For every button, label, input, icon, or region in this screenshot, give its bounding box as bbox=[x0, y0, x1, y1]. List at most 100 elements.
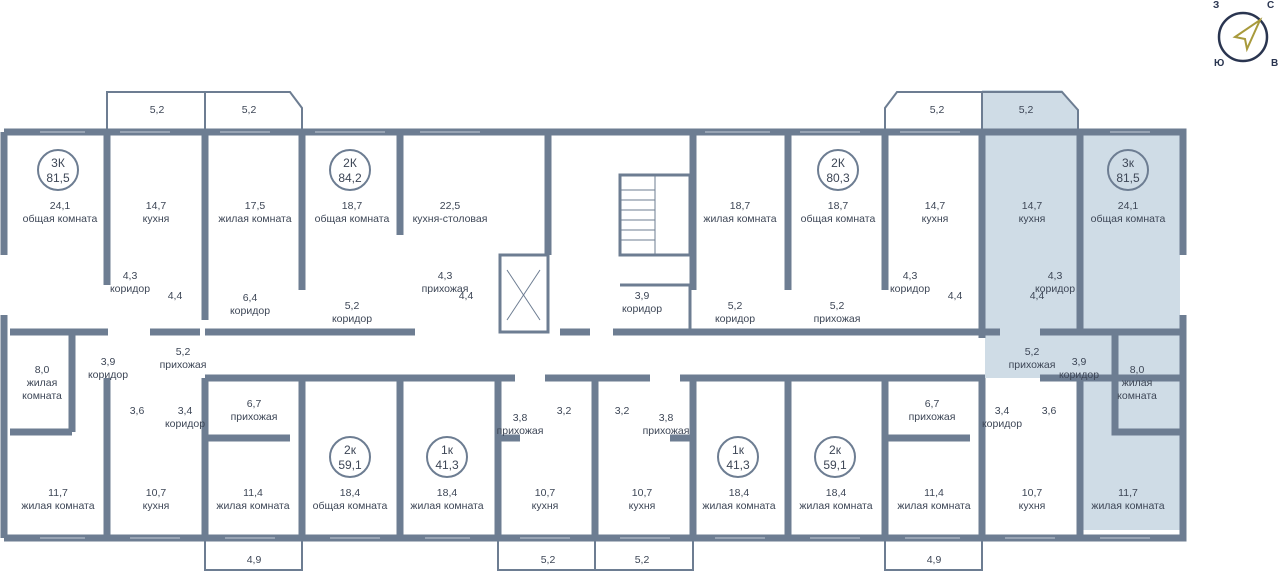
room-name: жилая комната bbox=[799, 500, 873, 512]
room-label: 5,2 bbox=[1019, 104, 1034, 117]
room-name: жилая комната bbox=[1117, 377, 1157, 402]
compass-west: З bbox=[1213, 0, 1220, 11]
room-name: коридор bbox=[714, 313, 756, 325]
room-label: 3,6 bbox=[1042, 405, 1057, 418]
room-area: 18,4 bbox=[436, 487, 458, 499]
room-name: кухня bbox=[142, 213, 170, 225]
room-name: коридор bbox=[1034, 283, 1076, 295]
room-area: 18,7 bbox=[827, 200, 849, 212]
room-area: 10,7 bbox=[1021, 487, 1043, 499]
room-area: 5,2 bbox=[175, 346, 191, 358]
apartment-area: 84,2 bbox=[338, 171, 362, 185]
room-label: 5,2 bbox=[541, 554, 556, 567]
room-area: 17,5 bbox=[244, 200, 266, 212]
room-area: 6,7 bbox=[924, 398, 940, 410]
room-area: 18,4 bbox=[339, 487, 361, 499]
apartment-type: 2К bbox=[831, 156, 845, 170]
room-label: 3,2 bbox=[557, 405, 572, 418]
room-area: 3,6 bbox=[1041, 405, 1057, 417]
room-area: 4,3 bbox=[122, 270, 138, 282]
room-area: 5,2 bbox=[540, 554, 556, 566]
room-area: 8,0 bbox=[34, 364, 50, 376]
room-label: 4,4 bbox=[1030, 290, 1045, 303]
room-name: общая комната bbox=[314, 213, 390, 225]
room-label: 5,2 bbox=[150, 104, 165, 117]
room-area: 5,2 bbox=[1024, 346, 1040, 358]
apartment-area: 80,3 bbox=[826, 171, 850, 185]
room-name: коридор bbox=[889, 283, 931, 295]
room-name: жилая комната bbox=[897, 500, 971, 512]
apartment-type: 1к bbox=[732, 443, 744, 457]
room-area: 14,7 bbox=[1021, 200, 1043, 212]
room-area: 14,7 bbox=[145, 200, 167, 212]
room-label: 5,2 bbox=[242, 104, 257, 117]
room-area: 11,4 bbox=[243, 487, 263, 499]
room-name: жилая комната bbox=[218, 213, 292, 225]
apartment-type: 3К bbox=[51, 156, 65, 170]
room-area: 6,7 bbox=[246, 398, 262, 410]
room-area: 11,4 bbox=[924, 487, 944, 499]
room-area: 10,7 bbox=[534, 487, 556, 499]
room-area: 10,7 bbox=[145, 487, 167, 499]
room-area: 14,7 bbox=[924, 200, 946, 212]
room-area: 18,7 bbox=[341, 200, 363, 212]
room-area: 18,4 bbox=[728, 487, 750, 499]
compass-east: В bbox=[1271, 58, 1279, 69]
room-area: 4,4 bbox=[947, 290, 963, 302]
room-area: 3,8 bbox=[512, 412, 528, 424]
room-area: 11,7 bbox=[1118, 487, 1138, 499]
room-name: прихожая bbox=[496, 425, 544, 437]
apartment-type: 3к bbox=[1122, 156, 1134, 170]
room-label: 4,4 bbox=[459, 290, 474, 303]
room-name: общая комната bbox=[22, 213, 98, 225]
room-area: 3,8 bbox=[658, 412, 674, 424]
room-area: 24,1 bbox=[1117, 200, 1139, 212]
room-area: 4,9 bbox=[926, 554, 942, 566]
room-area: 3,4 bbox=[177, 405, 193, 417]
room-name: коридор bbox=[331, 313, 373, 325]
apartment-area: 59,1 bbox=[338, 458, 362, 472]
room-name: коридор bbox=[109, 283, 151, 295]
room-label: 4,9 bbox=[247, 554, 262, 567]
room-area: 3,6 bbox=[129, 405, 145, 417]
room-area: 4,4 bbox=[167, 290, 183, 302]
apartment-area: 59,1 bbox=[823, 458, 847, 472]
room-area: 5,2 bbox=[241, 104, 257, 116]
apartment-type: 2К bbox=[343, 156, 357, 170]
windows bbox=[40, 131, 1150, 539]
room-area: 11,7 bbox=[48, 487, 68, 499]
room-name: общая комната bbox=[312, 500, 388, 512]
room-area: 10,7 bbox=[631, 487, 653, 499]
room-name: коридор bbox=[621, 303, 663, 315]
room-label: 4,4 bbox=[948, 290, 963, 303]
compass: З С Ю В bbox=[1205, 0, 1280, 75]
